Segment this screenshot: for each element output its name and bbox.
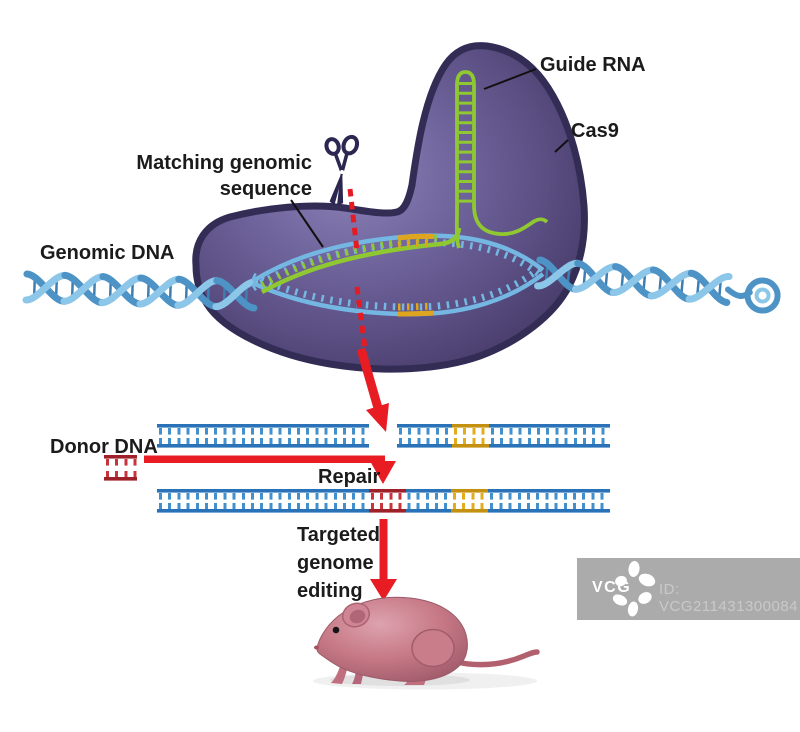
repaired-dna-pam-segment bbox=[451, 489, 488, 513]
genomic-dna-helix-right bbox=[537, 260, 781, 314]
leader-line-guide-rna bbox=[483, 68, 537, 90]
mouse-haunch bbox=[411, 628, 455, 668]
leader-lines bbox=[290, 68, 569, 248]
cut-dna-pam-segment bbox=[452, 424, 489, 448]
targeted-editing-label: Targeted genome editing bbox=[297, 521, 380, 605]
matching-sequence-label: Matching genomic sequence bbox=[130, 150, 312, 202]
targeted-editing-line1: Targeted bbox=[297, 524, 380, 546]
leader-line-matching-sequence bbox=[290, 199, 324, 248]
matching-sequence-line1: Matching genomic bbox=[136, 152, 312, 174]
cut-dna-right-fragment bbox=[397, 424, 610, 448]
leader-line-cas9 bbox=[554, 139, 569, 153]
pam-highlight-lower bbox=[397, 302, 435, 317]
repaired-dna-donor-insert bbox=[369, 489, 406, 513]
editing-arrow bbox=[370, 519, 397, 601]
matching-sequence-line2: sequence bbox=[219, 178, 312, 200]
cut-dashed-line-lower bbox=[354, 286, 368, 350]
genomic-dna-label: Genomic DNA bbox=[40, 242, 175, 264]
cut-site-dashed-lines bbox=[347, 188, 368, 350]
dna-lower-strand bbox=[251, 265, 543, 311]
donor-dna-fragment bbox=[104, 455, 137, 481]
watermark-id: ID: VCG211431300084 bbox=[659, 581, 798, 615]
unwound-dna-strands bbox=[251, 227, 545, 317]
cut-dashed-line-upper bbox=[347, 188, 360, 252]
scissors-icon bbox=[324, 134, 360, 206]
repair-arrow bbox=[144, 455, 396, 484]
vcg-pinwheel-logo bbox=[612, 561, 656, 617]
watermark-brand: VCG bbox=[592, 579, 632, 596]
cas9-label: Cas9 bbox=[571, 120, 619, 142]
mouse-eye bbox=[332, 626, 340, 634]
mouse-illustration bbox=[313, 596, 540, 690]
donor-dna-label: Donor DNA bbox=[50, 436, 158, 458]
pam-highlight-upper bbox=[397, 233, 435, 249]
cut-dna-left-fragment bbox=[157, 424, 369, 448]
mouse-nose bbox=[314, 645, 319, 650]
targeted-editing-line3: editing bbox=[297, 580, 363, 602]
guide-rna-hairpin bbox=[454, 70, 549, 249]
targeted-editing-line2: genome bbox=[297, 552, 374, 574]
guide-rna-strand bbox=[260, 233, 441, 288]
guide-rna-label: Guide RNA bbox=[540, 54, 646, 76]
cas9-protein-shape bbox=[192, 42, 588, 373]
repair-label: Repair bbox=[318, 466, 381, 488]
watermark: VCG ID: VCG211431300084 bbox=[577, 558, 800, 620]
cut-arrow bbox=[356, 347, 389, 432]
